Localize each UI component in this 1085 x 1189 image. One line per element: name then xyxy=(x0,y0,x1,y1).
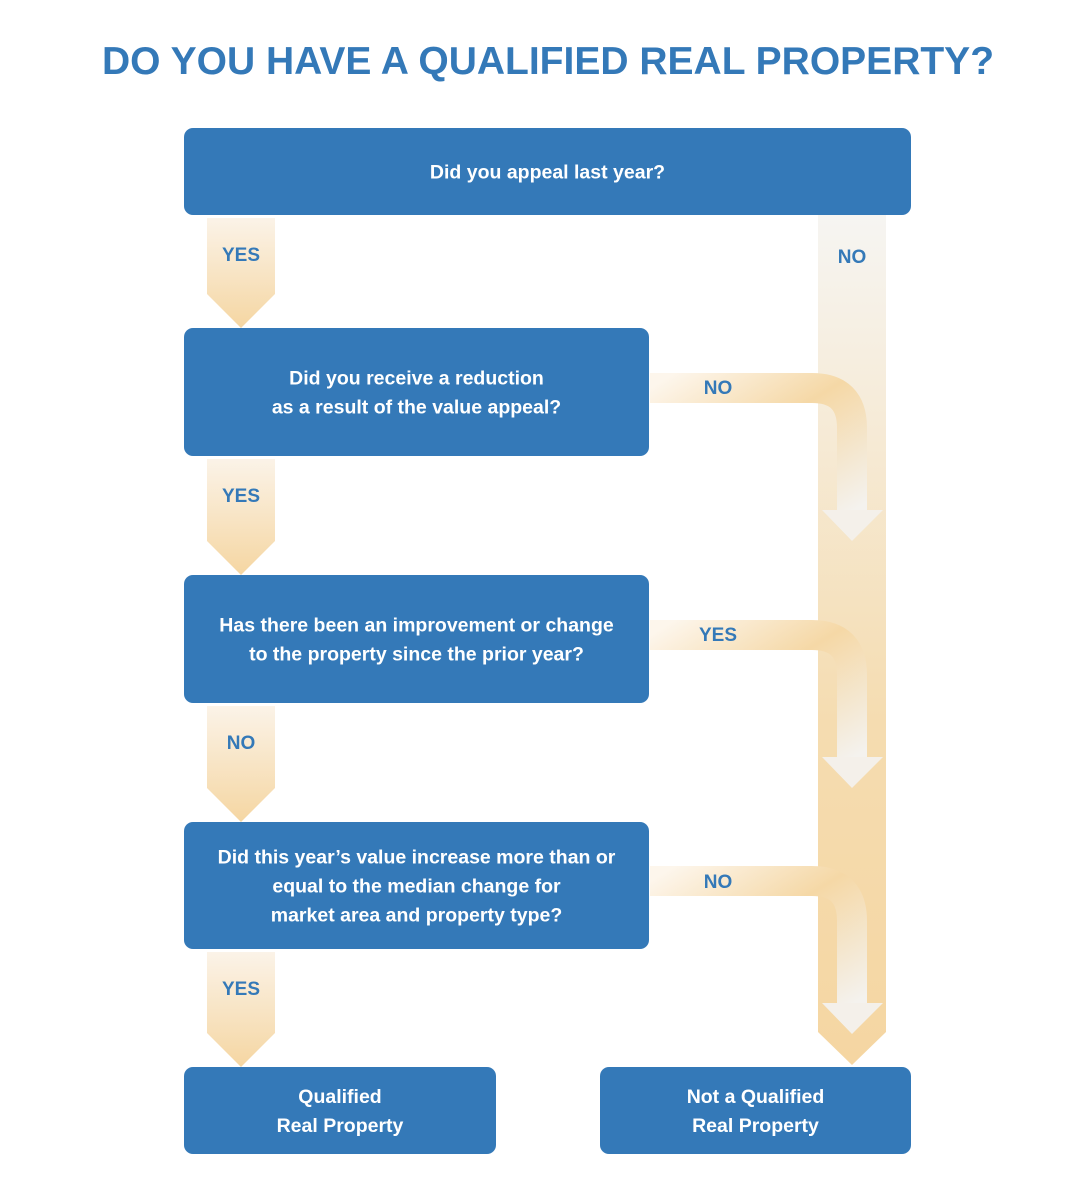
arrow-down xyxy=(207,218,275,328)
node-text: Did you appeal last year? xyxy=(430,162,665,184)
edge-label-yes: YES xyxy=(222,486,260,507)
node-box xyxy=(184,1067,496,1154)
node-text: Has there been an improvement or change xyxy=(219,615,614,637)
node-text: Did this year’s value increase more than… xyxy=(218,847,616,869)
edge-label-yes: YES xyxy=(222,245,260,266)
arrow-down xyxy=(207,706,275,822)
edge-label-no: NO xyxy=(704,872,733,893)
arrow-side xyxy=(650,373,883,541)
edge-label-no: NO xyxy=(227,733,256,754)
arrow-down xyxy=(207,952,275,1067)
node-text: to the property since the prior year? xyxy=(249,644,584,666)
edge-label-yes: YES xyxy=(699,625,737,646)
box-appeal-last-year: Did you appeal last year? xyxy=(184,128,911,215)
node-box xyxy=(184,822,649,949)
box-improvement-change: Has there been an improvement or change t… xyxy=(184,575,649,703)
node-text: as a result of the value appeal? xyxy=(272,397,561,419)
box-received-reduction: Did you receive a reduction as a result o… xyxy=(184,328,649,456)
edge-label-no: NO xyxy=(838,247,867,268)
edge-label-yes: YES xyxy=(222,979,260,1000)
box-value-increase: Did this year’s value increase more than… xyxy=(184,822,649,949)
node-text: Qualified xyxy=(298,1086,381,1108)
node-box xyxy=(184,328,649,456)
arrow-side xyxy=(650,866,883,1034)
node-box xyxy=(184,575,649,703)
node-text: Did you receive a reduction xyxy=(289,368,544,390)
page-title: DO YOU HAVE A QUALIFIED REAL PROPERTY? xyxy=(102,40,994,83)
node-text: Not a Qualified xyxy=(687,1086,825,1108)
arrow-side xyxy=(650,620,883,788)
node-text: Real Property xyxy=(692,1115,819,1137)
node-box xyxy=(184,128,911,215)
node-box xyxy=(600,1067,911,1154)
edge-label-no: NO xyxy=(704,378,733,399)
node-text: equal to the median change for xyxy=(272,876,561,898)
node-text: market area and property type? xyxy=(271,905,563,927)
node-text: Real Property xyxy=(277,1115,404,1137)
arrow-down xyxy=(207,459,275,575)
